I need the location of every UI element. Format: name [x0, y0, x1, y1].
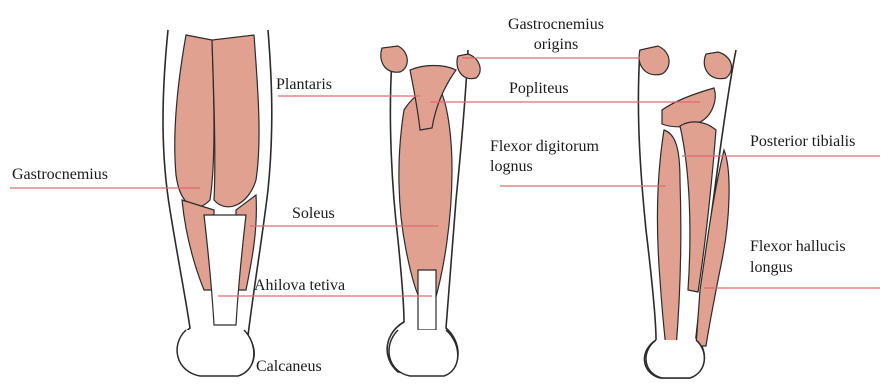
leg-superficial: [163, 30, 272, 376]
label-flexor-digitorum-line2: lognus: [490, 157, 533, 176]
label-gastrocnemius-origins-line1: Gastrocnemius: [494, 15, 618, 34]
label-flexor-digitorum-line1: Flexor digitorum: [490, 137, 599, 156]
heel-right: [646, 340, 704, 378]
label-plantaris: Plantaris: [276, 75, 332, 94]
label-flexor-hallucis-line1: Flexor hallucis: [750, 237, 846, 256]
deep-origin-left: [639, 46, 669, 75]
label-posterior-tibialis: Posterior tibialis: [750, 132, 855, 151]
label-achilles: Ahilova tetiva: [254, 276, 345, 295]
label-calcaneus: Calcaneus: [256, 357, 322, 376]
middle-tendon: [418, 270, 436, 330]
label-gastrocnemius-origins-line2: origins: [494, 35, 618, 54]
label-soleus: Soleus: [292, 204, 335, 223]
origin-stub-left: [381, 46, 407, 72]
label-gastrocnemius: Gastrocnemius: [12, 165, 108, 184]
leg-deep: [638, 46, 736, 378]
label-popliteus: Popliteus: [509, 79, 569, 98]
heel-left: [177, 330, 254, 376]
label-flexor-hallucis-line2: longus: [750, 258, 793, 277]
gastrocnemius-right-head: [212, 35, 259, 207]
heel-middle: [389, 330, 458, 376]
